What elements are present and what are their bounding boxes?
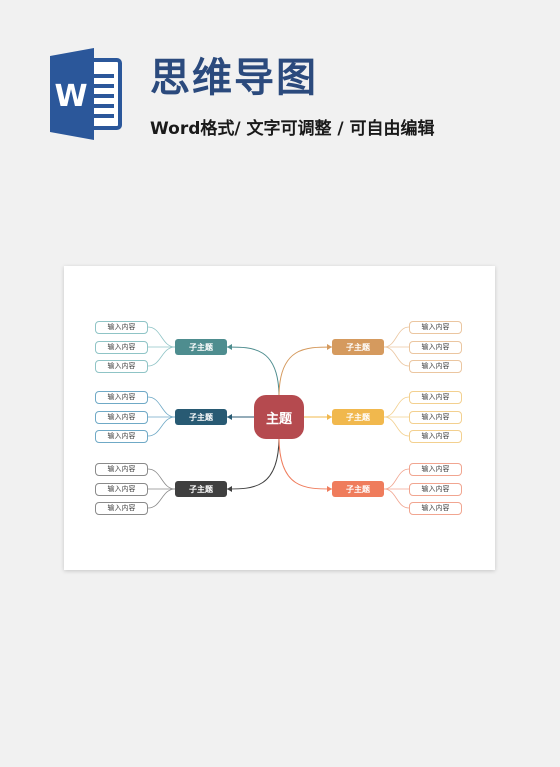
leaf-node[interactable]: 输入内容 [409, 462, 462, 476]
leaf-node[interactable]: 输入内容 [95, 482, 148, 496]
connector-center-to-branch [226, 436, 280, 490]
connector-center-to-branch [278, 346, 333, 398]
leaf-node[interactable]: 输入内容 [409, 482, 462, 496]
word-logo-icon: W [50, 48, 122, 140]
connector-branch-to-leaf [147, 326, 176, 348]
leaf-node[interactable]: 输入内容 [95, 501, 148, 515]
connector-branch-to-leaf [383, 416, 410, 437]
connector-branch-to-leaf [383, 468, 410, 490]
subtopic-node[interactable]: 子主题 [332, 409, 384, 425]
mindmap-connectors [147, 326, 410, 509]
connector-branch-to-leaf [383, 488, 410, 509]
leaf-node[interactable]: 输入内容 [409, 429, 462, 443]
connector-branch-to-leaf [383, 326, 410, 348]
leaf-node[interactable]: 输入内容 [95, 320, 148, 334]
mindmap-card: 主题 子主题输入内容输入内容输入内容子主题输入内容输入内容输入内容子主题输入内容… [64, 266, 495, 570]
connector-arrowhead [227, 344, 232, 350]
leaf-node[interactable]: 输入内容 [95, 359, 148, 373]
subtopic-node[interactable]: 子主题 [332, 481, 384, 497]
leaf-node[interactable]: 输入内容 [95, 390, 148, 404]
leaf-node[interactable]: 输入内容 [409, 501, 462, 515]
leaf-node[interactable]: 输入内容 [95, 410, 148, 424]
connector-center-to-branch [278, 436, 333, 490]
connector-branch-to-leaf [147, 346, 176, 367]
leaf-node[interactable]: 输入内容 [409, 340, 462, 354]
subtopic-node[interactable]: 子主题 [175, 481, 227, 497]
leaf-node[interactable]: 输入内容 [409, 320, 462, 334]
leaf-node[interactable]: 输入内容 [95, 429, 148, 443]
main-topic-node[interactable]: 主题 [254, 395, 304, 439]
connector-center-to-branch [226, 346, 280, 398]
connector-arrowhead [327, 344, 332, 350]
connector-branch-to-leaf [147, 396, 176, 418]
subtopic-node[interactable]: 子主题 [175, 339, 227, 355]
connector-branch-to-leaf [147, 468, 176, 490]
page-subtitle: Word格式/ 文字可调整 / 可自由编辑 [150, 119, 435, 139]
logo-letter: W [54, 79, 87, 114]
connector-arrowhead [327, 486, 332, 492]
leaf-node[interactable]: 输入内容 [409, 359, 462, 373]
page-title: 思维导图 [150, 55, 318, 101]
subtopic-node[interactable]: 子主题 [175, 409, 227, 425]
leaf-node[interactable]: 输入内容 [95, 340, 148, 354]
connector-branch-to-leaf [383, 346, 410, 367]
leaf-node[interactable]: 输入内容 [409, 390, 462, 404]
connector-arrowhead [327, 414, 332, 420]
leaf-node[interactable]: 输入内容 [95, 462, 148, 476]
connector-branch-to-leaf [147, 416, 176, 437]
subtopic-node[interactable]: 子主题 [332, 339, 384, 355]
connector-branch-to-leaf [383, 396, 410, 418]
connector-arrowhead [227, 486, 232, 492]
leaf-node[interactable]: 输入内容 [409, 410, 462, 424]
connector-branch-to-leaf [147, 488, 176, 509]
connector-arrowhead [227, 414, 232, 420]
